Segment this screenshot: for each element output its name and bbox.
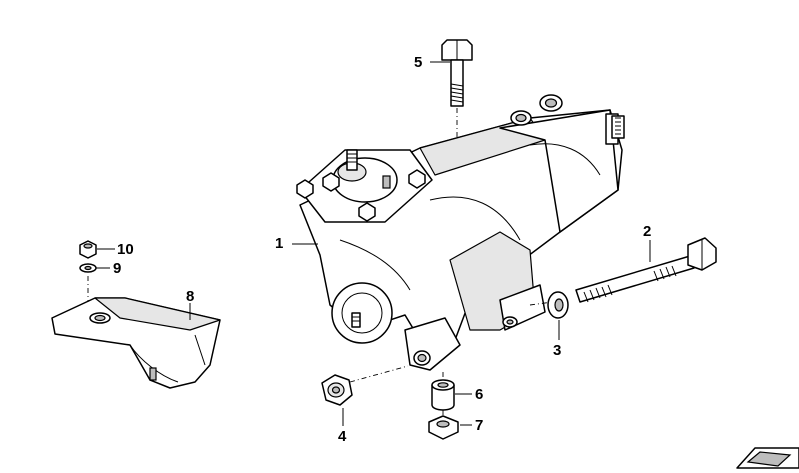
callout-5: 5 — [414, 54, 423, 71]
washer-9 — [79, 263, 97, 273]
callout-8: 8 — [186, 288, 195, 305]
callout-6: 6 — [475, 386, 484, 403]
callout-4: 4 — [338, 428, 347, 445]
nut-10 — [79, 240, 97, 259]
callout-2: 2 — [643, 223, 652, 240]
corner-symbol — [736, 447, 799, 469]
callout-3: 3 — [553, 342, 562, 359]
bracket-8 — [51, 276, 221, 389]
bolt-5 — [441, 39, 473, 152]
leader-lines — [96, 61, 651, 426]
callout-9: 9 — [113, 260, 122, 277]
nut-4 — [321, 365, 409, 406]
sleeve-6 — [431, 372, 455, 411]
nut-7 — [428, 410, 459, 440]
washer-3 — [547, 291, 569, 319]
steering-gear-housing-1 — [296, 94, 625, 371]
callout-1: 1 — [275, 235, 284, 252]
callout-7: 7 — [475, 417, 484, 434]
callout-10: 10 — [117, 241, 134, 258]
